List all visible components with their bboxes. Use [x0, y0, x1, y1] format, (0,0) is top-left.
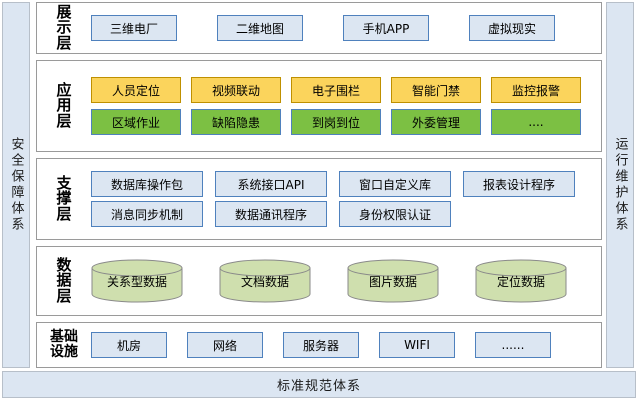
node-support-1-4[interactable]: 报表设计程序: [463, 171, 575, 197]
right-sidebar-maintenance-system: 运行维护体系: [606, 2, 634, 368]
node-infra-1-2[interactable]: 网络: [187, 332, 263, 358]
data-store-cylinder[interactable]: 图片数据: [347, 259, 439, 303]
layer-application-body: 人员定位视频联动电子围栏智能门禁监控报警区域作业缺陷隐患到岗到位外委管理....: [91, 61, 601, 151]
node-application-1-4[interactable]: 智能门禁: [391, 77, 481, 103]
node-application-2-3[interactable]: 到岗到位: [291, 109, 381, 135]
layer-support-row-1: 数据库操作包系统接口API 窗口自定义库报表设计程序: [91, 171, 595, 197]
data-store-label: 图片数据: [368, 275, 417, 289]
node-application-1-2[interactable]: 视频联动: [191, 77, 281, 103]
layer-presentation-label-text: 展 示 层: [56, 3, 72, 52]
node-infra-1-1[interactable]: 机房: [91, 332, 167, 358]
left-sidebar-security-system: 安全保障体系: [2, 2, 30, 368]
layer-support-label: 支 撑 层: [37, 174, 91, 223]
layer-support-label-text: 支 撑 层: [56, 174, 72, 223]
data-store-label: 文档数据: [240, 275, 289, 289]
node-application-2-1[interactable]: 区域作业: [91, 109, 181, 135]
node-application-2-5[interactable]: ....: [491, 109, 581, 135]
node-presentation-1-4[interactable]: 虚拟现实: [469, 15, 555, 41]
layer-application-row-1: 人员定位视频联动电子围栏智能门禁监控报警: [91, 77, 595, 103]
footer-label: 标准规范体系: [276, 379, 361, 394]
layer-data-body: 关系型数据 文档数据 图片数据 定位数据: [91, 247, 601, 315]
node-application-1-1[interactable]: 人员定位: [91, 77, 181, 103]
node-presentation-1-1[interactable]: 三维电厂: [91, 15, 177, 41]
layer-presentation: 展 示 层 三维电厂 二维地图 手机APP 虚拟现实: [36, 2, 602, 54]
layer-support-row-2: 消息同步机制数据通讯程序身份权限认证: [91, 201, 595, 227]
layer-presentation-body: 三维电厂 二维地图 手机APP 虚拟现实: [91, 3, 601, 53]
node-presentation-1-2[interactable]: 二维地图: [217, 15, 303, 41]
data-store-cylinder[interactable]: 关系型数据: [91, 259, 183, 303]
node-infra-1-5[interactable]: ......: [475, 332, 551, 358]
layer-data-label: 数 据 层: [37, 256, 91, 305]
node-support-1-3[interactable]: 窗口自定义库: [339, 171, 451, 197]
layer-infrastructure: 基础 设施 机房网络服务器 WIFI......: [36, 322, 602, 368]
layer-presentation-label: 展 示 层: [37, 3, 91, 52]
node-application-2-2[interactable]: 缺陷隐患: [191, 109, 281, 135]
layer-data-row-1: 关系型数据 文档数据 图片数据 定位数据: [91, 259, 595, 303]
node-support-2-2[interactable]: 数据通讯程序: [215, 201, 327, 227]
node-application-2-4[interactable]: 外委管理: [391, 109, 481, 135]
data-store-label: 定位数据: [496, 275, 545, 289]
layer-application-label-text: 应 用 层: [56, 81, 72, 130]
data-store-cylinder[interactable]: 文档数据: [219, 259, 311, 303]
data-store-label: 关系型数据: [106, 275, 167, 289]
data-store-cylinder[interactable]: 定位数据: [475, 259, 567, 303]
layer-presentation-row-1: 三维电厂 二维地图 手机APP 虚拟现实: [91, 15, 595, 41]
node-presentation-1-3[interactable]: 手机APP: [343, 15, 429, 41]
cylinder-icon: [91, 259, 183, 303]
node-application-1-5[interactable]: 监控报警: [491, 77, 581, 103]
node-support-2-1[interactable]: 消息同步机制: [91, 201, 203, 227]
layer-support-body: 数据库操作包系统接口API 窗口自定义库报表设计程序消息同步机制数据通讯程序身份权…: [91, 159, 601, 239]
footer-standards-system: 标准规范体系: [2, 371, 636, 398]
layer-infrastructure-label: 基础 设施: [37, 329, 91, 360]
cylinder-icon: [347, 259, 439, 303]
right-sidebar-label: 运行维护体系: [612, 137, 628, 233]
cylinder-icon: [475, 259, 567, 303]
layer-application-label: 应 用 层: [37, 81, 91, 130]
node-infra-1-4[interactable]: WIFI: [379, 332, 455, 358]
left-sidebar-label: 安全保障体系: [8, 137, 24, 233]
node-support-1-2[interactable]: 系统接口API: [215, 171, 327, 197]
layer-infrastructure-label-text: 基础 设施: [50, 329, 78, 360]
layer-data: 数 据 层 关系型数据 文档数据 图片数据 定位数据: [36, 246, 602, 316]
layer-infrastructure-body: 机房网络服务器 WIFI......: [91, 323, 601, 367]
layer-support: 支 撑 层 数据库操作包系统接口API 窗口自定义库报表设计程序消息同步机制数据通…: [36, 158, 602, 240]
node-support-1-1[interactable]: 数据库操作包: [91, 171, 203, 197]
node-support-2-3[interactable]: 身份权限认证: [339, 201, 451, 227]
layer-data-label-text: 数 据 层: [56, 256, 72, 305]
node-application-1-3[interactable]: 电子围栏: [291, 77, 381, 103]
layer-application: 应 用 层 人员定位视频联动电子围栏智能门禁监控报警区域作业缺陷隐患到岗到位外委…: [36, 60, 602, 152]
node-infra-1-3[interactable]: 服务器: [283, 332, 359, 358]
cylinder-icon: [219, 259, 311, 303]
layer-application-row-2: 区域作业缺陷隐患到岗到位外委管理....: [91, 109, 595, 135]
layer-infra-row-1: 机房网络服务器 WIFI......: [91, 332, 595, 358]
